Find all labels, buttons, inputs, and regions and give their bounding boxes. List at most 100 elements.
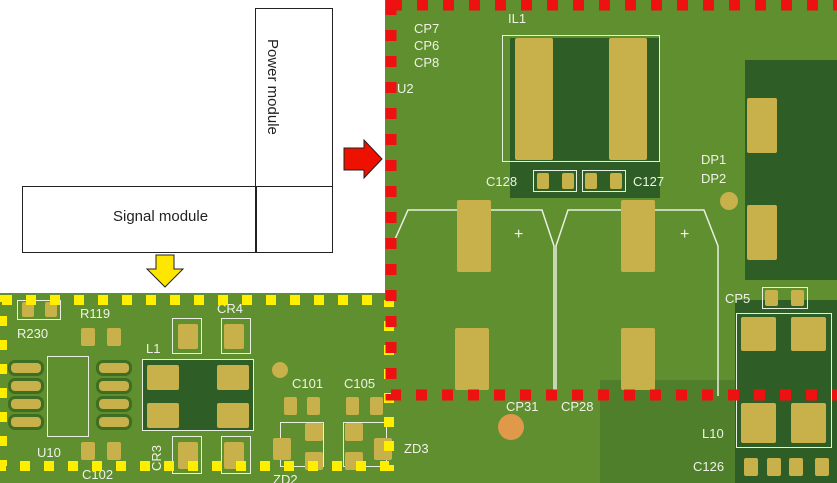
pad: [741, 317, 776, 351]
label-r230: R230: [17, 326, 49, 341]
pad: [81, 442, 95, 460]
red-arrow-icon: [343, 138, 383, 180]
pad: [765, 290, 778, 306]
pin: [96, 360, 132, 376]
pad: [307, 397, 320, 415]
pad: [791, 403, 826, 443]
pad: [224, 324, 244, 349]
signal-module-border: [0, 295, 394, 471]
label-cp31: CP31: [506, 399, 539, 414]
label-cp6: CP6: [414, 38, 440, 53]
pad: [107, 442, 121, 460]
cr4-outline: [172, 318, 202, 354]
c128-outline: [533, 170, 577, 192]
pad: [767, 458, 781, 476]
pad: [562, 173, 574, 189]
c127-outline: [582, 170, 626, 192]
pad: [455, 328, 489, 390]
label-c105: C105: [344, 376, 376, 391]
label-u2: U2: [397, 81, 414, 96]
pad: [147, 403, 179, 428]
label-c102: C102: [82, 467, 114, 482]
label-c101: C101: [292, 376, 324, 391]
pad: [345, 423, 363, 441]
pad: [610, 173, 622, 189]
label-dp1: DP1: [701, 152, 727, 167]
l1-outline: [142, 359, 254, 431]
pad: [621, 200, 655, 272]
label-c126: C126: [693, 459, 725, 474]
label-cr4: CR4: [217, 301, 244, 316]
pad: [741, 403, 776, 443]
il1-outline: [502, 35, 660, 162]
polarity-plus: +: [514, 226, 524, 243]
label-zd3: ZD3: [404, 441, 429, 456]
pad: [789, 458, 803, 476]
pad: [273, 438, 291, 460]
yellow-arrow-icon: [145, 254, 185, 288]
label-l1: L1: [146, 341, 161, 356]
r230-outline: [17, 300, 61, 320]
pad: [747, 98, 777, 153]
label-c127: C127: [633, 174, 665, 189]
cr3-outline: [172, 436, 202, 474]
pad: [744, 458, 758, 476]
pad: [457, 200, 491, 272]
pad: [22, 302, 34, 317]
label-l10: L10: [702, 426, 724, 441]
pad: [621, 328, 655, 390]
cr4-outline: [221, 318, 251, 354]
polarity-plus: +: [680, 226, 690, 243]
pad: [815, 458, 829, 476]
label-cp8: CP8: [414, 55, 440, 70]
via: [272, 362, 288, 378]
label-dp2: DP2: [701, 171, 727, 186]
pin: [8, 360, 44, 376]
label-c128: C128: [486, 174, 518, 189]
pad: [178, 324, 198, 349]
pin: [96, 396, 132, 412]
pad: [217, 403, 249, 428]
pad: [747, 205, 777, 260]
label-r119: R119: [80, 306, 111, 321]
test-point: [498, 414, 524, 440]
pad: [585, 173, 597, 189]
pin: [8, 414, 44, 430]
pad: [609, 38, 647, 160]
pad: [45, 302, 57, 317]
via: [720, 192, 738, 210]
divider: [255, 186, 257, 253]
pad: [217, 365, 249, 390]
pad: [284, 397, 297, 415]
label-u10: U10: [37, 445, 61, 460]
label-cp5: CP5: [725, 291, 751, 306]
label-cp7: CP7: [414, 21, 440, 36]
label-zd2: ZD2: [273, 472, 298, 483]
pad: [147, 365, 179, 390]
cp5-outline: [762, 287, 808, 309]
pad: [305, 423, 323, 441]
l10-outline: [736, 313, 832, 448]
pin: [96, 414, 132, 430]
cr3-outline: [221, 436, 251, 474]
pad: [370, 397, 383, 415]
pin: [8, 396, 44, 412]
label-il1: IL1: [508, 11, 527, 26]
pad: [791, 290, 804, 306]
power-module-label: Power module: [264, 39, 281, 135]
pad: [515, 38, 553, 160]
pad: [537, 173, 549, 189]
power-module-border: [385, 0, 837, 401]
signal-module-label: Signal module: [113, 208, 209, 225]
pad: [81, 328, 95, 346]
label-cp28: CP28: [561, 399, 594, 414]
pad: [107, 328, 121, 346]
u10-outline: [47, 356, 89, 437]
pad: [346, 397, 359, 415]
pin: [96, 378, 132, 394]
pad: [791, 317, 826, 351]
signal-module-box: Signal module: [22, 186, 333, 253]
pin: [8, 378, 44, 394]
